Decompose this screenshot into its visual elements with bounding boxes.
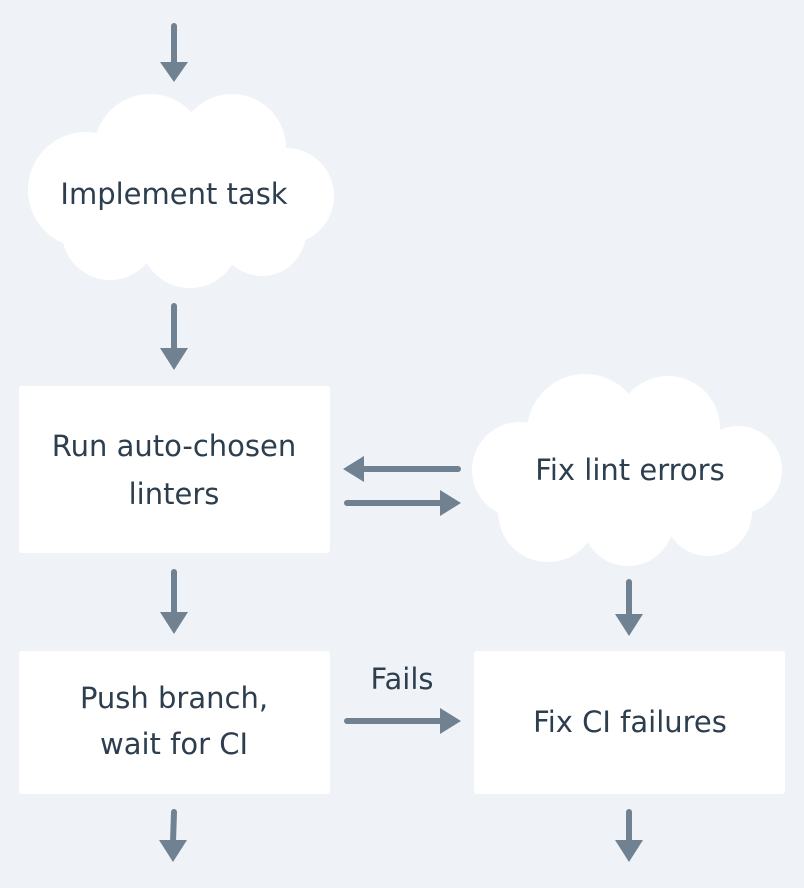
- node-fix-lint-errors-cloud: Fix lint errors: [472, 374, 782, 566]
- arrow-fix-ci-exit: [615, 809, 643, 862]
- arrow-linters-to-push: [160, 569, 188, 634]
- node-push-branch: Push branch, wait for CI: [19, 651, 330, 794]
- arrow-linters-to-fix-lint: [344, 490, 461, 516]
- node-run-linters: Run auto-chosen linters: [19, 386, 330, 553]
- edge-label-fails: Fails: [370, 662, 433, 696]
- node-push-branch-line2: wait for CI: [100, 727, 248, 761]
- node-implement-task-label: Implement task: [60, 177, 287, 211]
- arrow-push-to-fix-ci: [344, 708, 461, 734]
- arrow-fix-lint-to-linters: [343, 456, 461, 482]
- arrow-entry-to-implement: [160, 23, 188, 82]
- arrow-fix-lint-to-fix-ci: [615, 579, 643, 636]
- node-push-branch-line1: Push branch,: [80, 681, 268, 715]
- node-implement-task-cloud: Implement task: [28, 94, 334, 288]
- node-run-linters-line1: Run auto-chosen: [52, 429, 297, 463]
- node-run-linters-line2: linters: [129, 477, 220, 511]
- arrow-push-exit: [159, 809, 187, 862]
- node-fix-ci-failures-label: Fix CI failures: [533, 705, 727, 739]
- node-fix-lint-errors-label: Fix lint errors: [535, 453, 724, 487]
- arrow-implement-to-linters: [160, 303, 188, 370]
- node-fix-ci-failures: Fix CI failures: [474, 651, 785, 794]
